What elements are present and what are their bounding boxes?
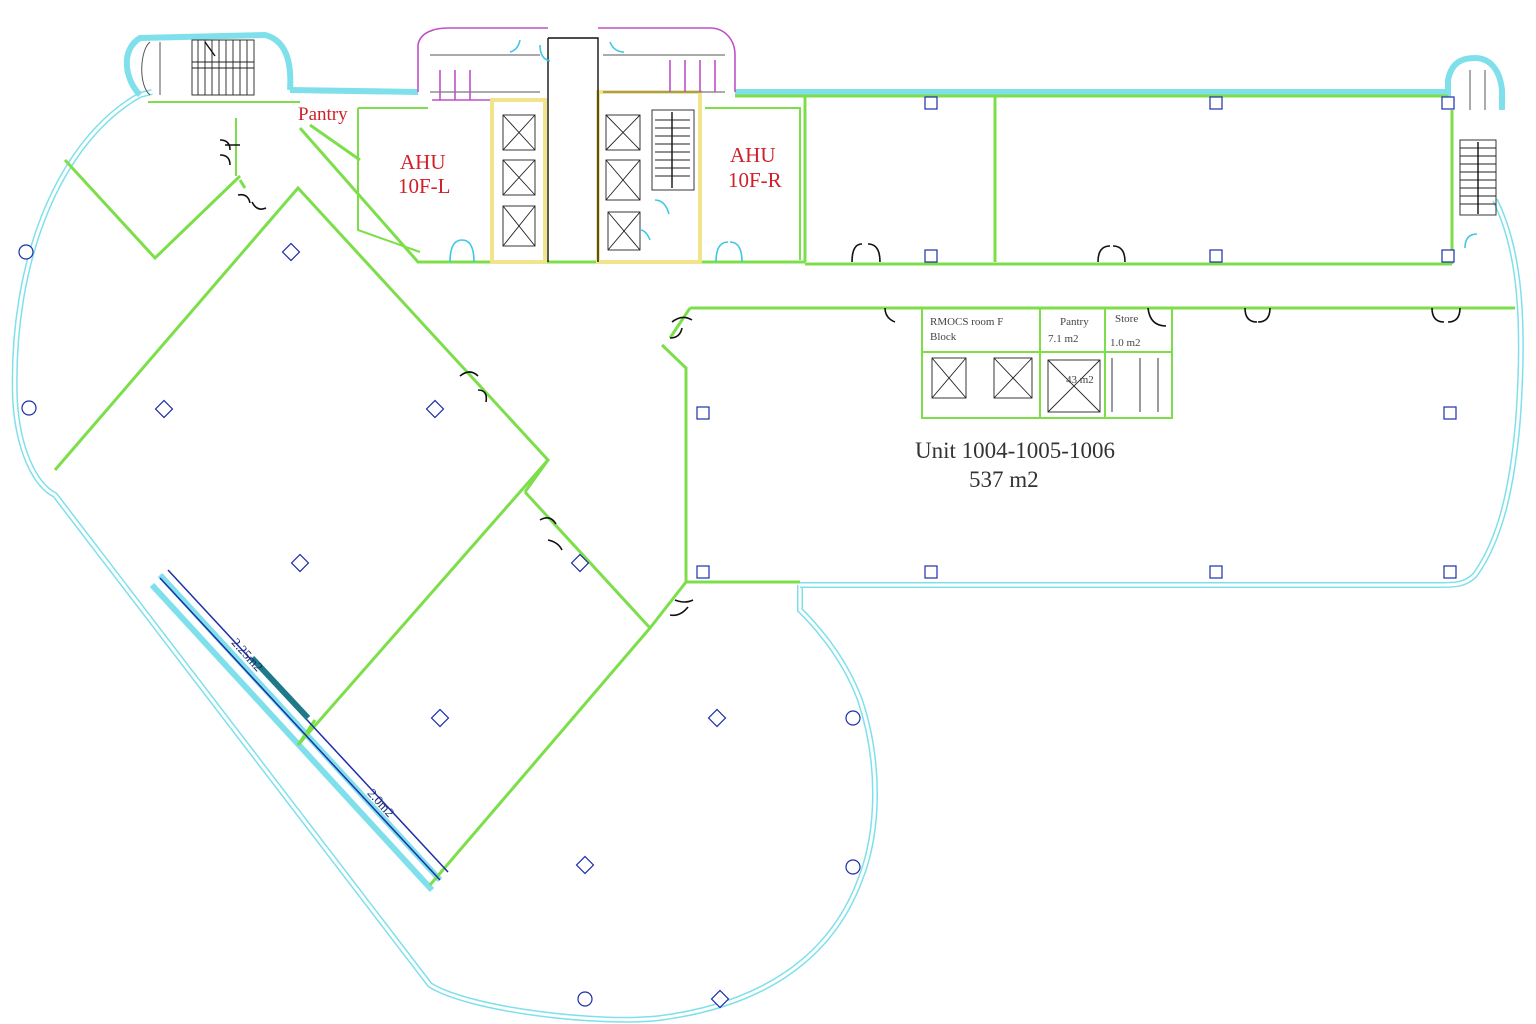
ahu-left-label-line2: 10F-L — [398, 174, 451, 198]
column-marker-icon — [18, 96, 1457, 1009]
stair-icon — [141, 39, 255, 96]
core-room-2-line1: Pantry — [1060, 316, 1089, 328]
ahu-right-label-line1: AHU — [730, 143, 776, 167]
curtain-wall — [11, 31, 1524, 1023]
lift-cross-icon — [502, 114, 536, 247]
door-swing-icon — [219, 139, 1461, 617]
lift-cross-icon — [605, 114, 641, 251]
pantry-label: Pantry — [298, 104, 348, 125]
core-room-1-line1: RMOCS room F — [930, 316, 1003, 328]
dimension-bar — [159, 569, 449, 881]
core-room-2-line2: 7.1 m2 — [1048, 333, 1079, 345]
door-swing-icon — [449, 39, 1478, 263]
service-core — [921, 307, 1173, 419]
unit-label: Unit 1004-1005-1006 — [915, 438, 1115, 463]
core-lift-area: 43 m2 — [1066, 374, 1094, 386]
unit-area: 537 m2 — [969, 467, 1039, 492]
central-core — [417, 27, 736, 264]
core-room-1-line2: Block — [930, 331, 957, 343]
partition-walls — [53, 94, 1515, 886]
core-room-3-line2: 1.0 m2 — [1110, 337, 1141, 349]
ahu-right-label-line2: 10F-R — [728, 168, 782, 192]
core-room-3-line1: Store — [1115, 313, 1138, 325]
stair-icon — [651, 109, 695, 191]
stair-icon — [1459, 70, 1497, 216]
ahu-left-label-line1: AHU — [400, 150, 446, 174]
